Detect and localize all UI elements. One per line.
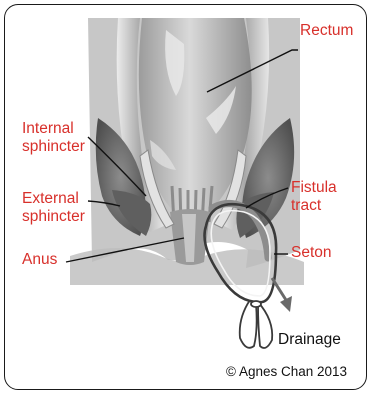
label-external-sphincter-line2: sphincter [22,208,85,225]
label-external-sphincter-line1: External [22,190,79,207]
label-seton: Seton [291,244,332,261]
label-drainage: Drainage [278,331,341,348]
copyright-credit: © Agnes Chan 2013 [226,364,347,379]
label-anus: Anus [22,251,57,268]
label-fistula-tract-line1: Fistula [291,179,337,196]
label-fistula-tract-line2: tract [291,197,321,214]
label-internal-sphincter-line1: Internal [22,120,74,137]
seton-knot [240,300,273,348]
label-internal-sphincter-line2: sphincter [22,138,85,155]
label-rectum: Rectum [300,22,353,39]
